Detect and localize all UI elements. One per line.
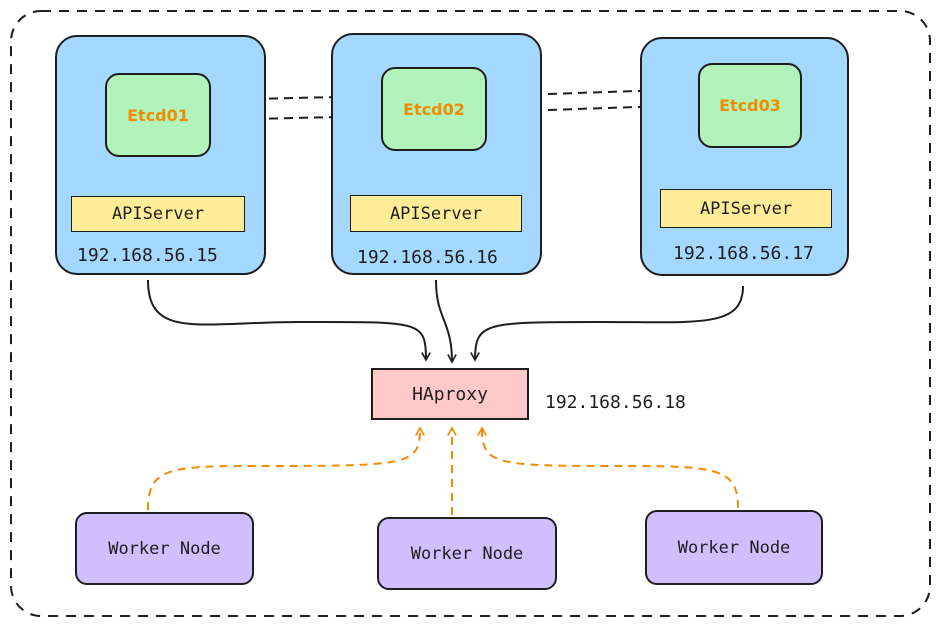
etcd-node-2: Etcd02	[381, 67, 487, 151]
master-3-ip: 192.168.56.17	[673, 243, 814, 264]
worker-node-1: Worker Node	[75, 512, 254, 585]
worker-node-3: Worker Node	[645, 510, 823, 585]
apiserver-1: APIServer	[71, 196, 245, 232]
master-2-ip: 192.168.56.16	[357, 247, 498, 268]
worker-to-haproxy-arrow	[147, 428, 420, 511]
haproxy-ip: 192.168.56.18	[545, 392, 686, 413]
master-to-haproxy-arrow	[475, 285, 744, 360]
etcd-node-3: Etcd03	[698, 63, 802, 148]
haproxy-load-balancer: HAproxy	[371, 368, 529, 420]
master-1-ip: 192.168.56.15	[77, 245, 218, 266]
cluster-boundary	[10, 10, 931, 617]
worker-node-2: Worker Node	[377, 517, 557, 590]
apiserver-2: APIServer	[350, 195, 522, 232]
master-to-haproxy-arrow	[435, 279, 452, 362]
worker-to-haproxy-arrow	[482, 428, 739, 509]
apiserver-3: APIServer	[660, 189, 832, 228]
etcd-node-1: Etcd01	[105, 73, 211, 157]
master-to-haproxy-arrow	[147, 279, 426, 360]
